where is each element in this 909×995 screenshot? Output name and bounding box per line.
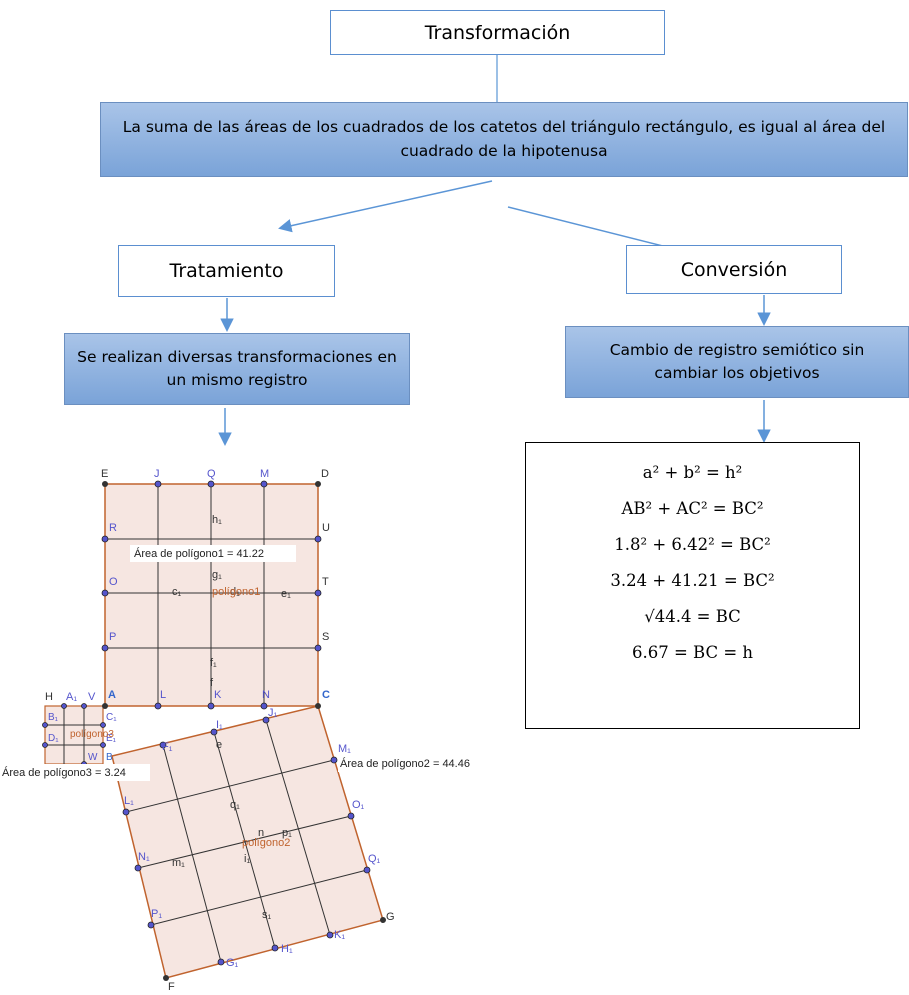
poligono1-label: polígono1 [212,586,260,598]
formula-line: √44.4 = BC [644,606,741,626]
geo-label: J₁ [268,707,278,719]
geo-label: C₁ [106,712,117,723]
geo-label: M₁ [338,743,351,755]
geo-label: e [216,739,222,751]
square-poligono1 [104,483,319,707]
geo-label: B [106,752,113,763]
transformacion-box: Transformación [330,10,665,55]
geo-label: c₁ [172,586,182,598]
area-poligono3-label: Área de polígono3 = 3.24 [2,766,126,779]
geo-label: m₁ [172,857,185,869]
geo-label: C [322,689,330,701]
suma-box: La suma de las áreas de los cuadrados de… [100,102,908,177]
area-poligono1-label: Área de polígono1 = 41.22 [134,547,264,560]
geo-label: S [322,631,329,643]
geo-label: K₁ [334,929,345,941]
geo-label: q₁ [230,799,240,811]
geo-label: F [168,981,175,993]
geo-label: N₁ [138,851,150,863]
geo-label: T [322,576,329,588]
transformacion-label: Transformación [424,21,571,44]
geo-label: B₁ [48,712,59,723]
square-poligono3 [44,705,104,765]
geo-label: O [109,576,118,588]
geo-label: f [210,677,214,689]
formula-line: a² + b² = h² [642,462,743,482]
geo-label: E [101,468,108,480]
geo-label: g₁ [212,569,222,581]
geo-label: H [45,691,53,703]
geo-label: R [109,522,117,534]
formula-line: 6.67 = BC = h [631,642,754,662]
geo-label: D [321,468,329,480]
geo-label: D₁ [48,733,59,744]
area-poligono2-label: Área de polígono2 = 44.46 [340,757,470,770]
tratamiento-desc: Se realizan diversas transformaciones en… [77,347,397,389]
geo-label: W [88,752,98,763]
tratamiento-label: Tratamiento [169,260,284,282]
geo-label: N [262,689,270,701]
formula-line: 3.24 + 41.21 = BC² [610,570,775,590]
tratamiento-desc-box: Se realizan diversas transformaciones en… [64,333,410,405]
geo-label: h₁ [212,514,222,526]
conversion-label: Conversión [680,258,788,281]
geo-label: G [386,911,395,923]
geo-label: Q₁ [368,853,381,865]
geo-label: A [108,689,116,701]
geo-label: I₁ [216,719,223,731]
geo-label: K [214,689,222,701]
geo-label: L [160,689,166,701]
poligono3-label: polígono3 [70,729,114,740]
geo-label: V [88,691,96,703]
geo-label: p₁ [282,827,292,839]
geo-label: n [258,827,264,839]
tratamiento-box: Tratamiento [118,245,335,297]
geo-label: f₁ [210,657,217,669]
geo-label: P₁ [151,908,162,920]
conversion-desc: Cambio de registro semiótico sin cambiar… [609,340,865,382]
geo-label: Q [207,468,216,480]
geo-label: J [154,468,160,480]
formula-line: AB² + AC² = BC² [621,498,764,518]
formula-box: a² + b² = h² AB² + AC² = BC² 1.8² + 6.42… [525,442,860,729]
square-poligono2 [111,705,384,979]
geo-label: H₁ [281,943,293,955]
geo-label: e₁ [281,588,291,600]
formula-line: 1.8² + 6.42² = BC² [614,534,771,554]
geo-label: G₁ [226,957,239,969]
conversion-desc-box: Cambio de registro semiótico sin cambiar… [565,326,909,398]
geo-label: i₁ [244,853,250,865]
geo-label: U [322,522,330,534]
arrow-to-tratamiento [278,180,493,233]
geo-label: M [260,468,269,480]
conversion-box: Conversión [626,245,842,294]
geo-label: s₁ [262,909,272,921]
geo-label: A₁ [66,691,77,703]
geo-label: E₁ [106,733,117,744]
suma-text: La suma de las áreas de los cuadrados de… [122,118,886,160]
geo-label: L₁ [124,795,134,807]
geo-label: P [109,631,116,643]
poligono2-label: polígono2 [242,837,290,849]
geo-label: F₁ [162,741,173,753]
geo-label: d₁ [230,586,240,598]
geo-label: O₁ [352,799,365,811]
